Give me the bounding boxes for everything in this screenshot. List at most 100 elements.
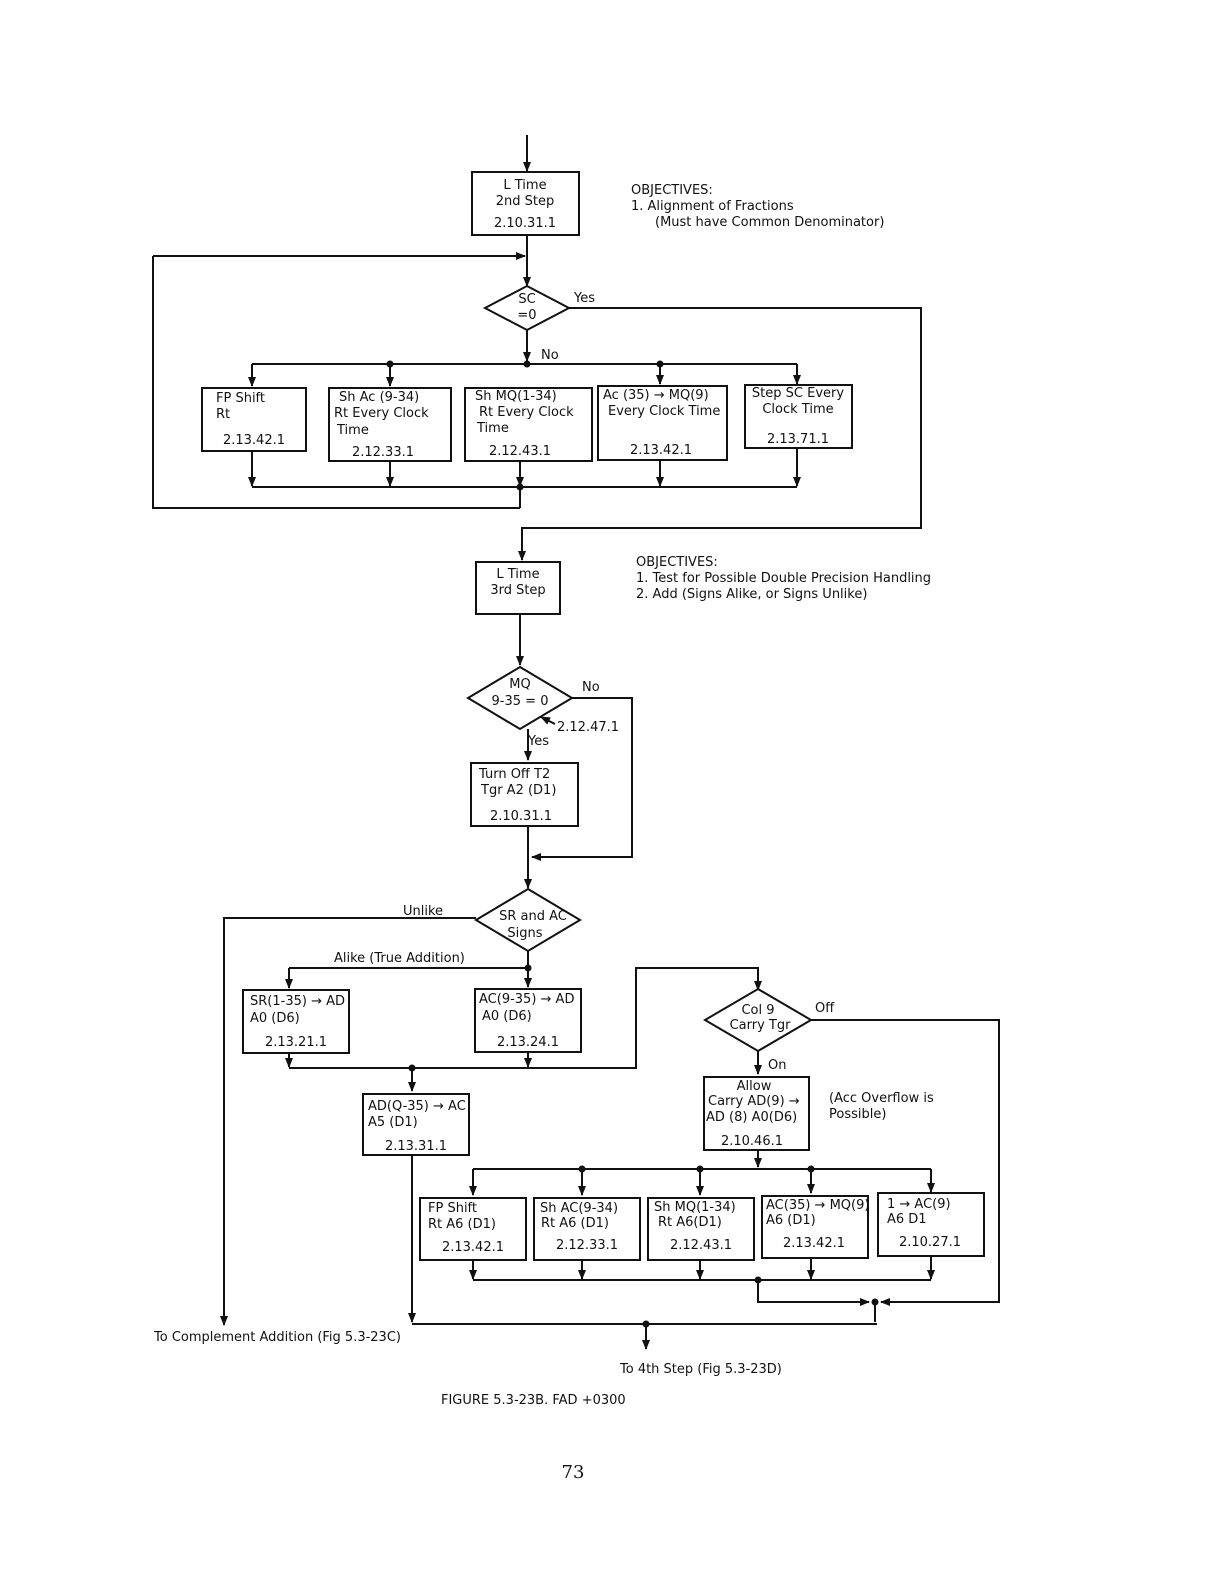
label-no-mq: No — [582, 680, 600, 695]
box-text-fp_shift_2: 2.13.42.1 — [442, 1240, 504, 1255]
box-text-sh_ac_1: Sh Ac (9-34) — [339, 390, 419, 405]
box-text-sh_ac_1: 2.12.33.1 — [352, 445, 414, 460]
box-text-ad_ac: 2.13.31.1 — [385, 1139, 447, 1154]
box-text-ac35_mq9_2: 2.13.42.1 — [783, 1236, 845, 1251]
decision-mq_zero — [466, 665, 574, 731]
box-text-sh_mq_2: Rt A6(D1) — [658, 1215, 722, 1230]
box-text-step_sc: Clock Time — [762, 402, 833, 417]
box-text-fp_shift_1: 2.13.42.1 — [223, 433, 285, 448]
box-text-sr_ad: SR(1-35) → AD — [250, 994, 345, 1009]
box-text-ad_ac: AD(Q-35) → AC — [368, 1099, 466, 1114]
objectives-1-item: 1. Alignment of Fractions — [631, 199, 794, 214]
process-box-sh_ac_2 — [533, 1197, 641, 1261]
box-text-sh_mq_1: Time — [476, 421, 509, 436]
box-text-sh_mq_2: Sh MQ(1-34) — [654, 1200, 736, 1215]
label-unlike: Unlike — [403, 904, 443, 919]
label-yes-mq: Yes — [527, 734, 549, 749]
box-text-sh_ac_2: Sh AC(9-34) — [540, 1201, 618, 1216]
process-box-sh_mq_2 — [647, 1197, 755, 1261]
box-text-sh_mq_1: 2.12.43.1 — [489, 444, 551, 459]
ref-pointer — [540, 716, 556, 725]
process-box-allow_carry — [703, 1076, 810, 1151]
box-text-turn_off_t2: Tgr A2 (D1) — [480, 783, 556, 798]
decision-text-mq_zero: MQ — [509, 677, 530, 692]
box-text-fp_shift_1: FP Shift — [216, 391, 265, 406]
box-text-sh_mq_1: Sh MQ(1-34) — [475, 389, 557, 404]
objectives-1-item: (Must have Common Denominator) — [655, 215, 884, 230]
decision-col9 — [703, 987, 813, 1053]
box-text-ac35_mq9_1: Ac (35) → MQ(9) — [603, 388, 709, 403]
box-text-sr_ad: A0 (D6) — [250, 1011, 300, 1026]
label-off: Off — [815, 1001, 835, 1016]
box-text-l_time_3: 3rd Step — [490, 583, 545, 598]
box-text-step_sc: 2.13.71.1 — [767, 432, 829, 447]
objectives-2-item: 1. Test for Possible Double Precision Ha… — [636, 571, 931, 586]
box-text-l_time_2: 2.10.31.1 — [494, 216, 556, 231]
objectives-1-heading: OBJECTIVES: — [631, 183, 713, 198]
box-text-sh_ac_1: Rt Every Clock — [334, 406, 429, 421]
label-alike: Alike (True Addition) — [334, 951, 465, 966]
box-text-allow_carry: Carry AD(9) → — [708, 1094, 800, 1109]
box-text-allow_carry: AD (8) A0(D6) — [706, 1110, 797, 1125]
note-acc-overflow: Possible) — [829, 1107, 886, 1122]
box-text-allow_carry: Allow — [737, 1079, 772, 1094]
ref-label-mq: 2.12.47.1 — [557, 720, 619, 735]
exit-label-4th-step: To 4th Step (Fig 5.3-23D) — [619, 1362, 782, 1377]
process-box-l_time_3 — [475, 561, 561, 615]
objectives-2-heading: OBJECTIVES: — [636, 555, 718, 570]
unlike-path-line — [220, 917, 476, 1326]
box-text-fp_shift_1: Rt — [216, 407, 230, 422]
box-text-fp_shift_2: FP Shift — [428, 1201, 477, 1216]
junction-dot — [523, 360, 531, 368]
decision-text-sc_zero: SC — [518, 292, 535, 307]
label-no-sc: No — [541, 348, 559, 363]
decision-text-col9: Carry Tgr — [730, 1018, 792, 1033]
box-text-ac35_mq9_1: 2.13.42.1 — [630, 443, 692, 458]
box-text-sh_mq_1: Rt Every Clock — [479, 405, 574, 420]
decision-text-signs: Signs — [507, 926, 542, 941]
process-box-turn_off_t2 — [470, 762, 579, 827]
box-text-turn_off_t2: Turn Off T2 — [478, 767, 550, 782]
box-text-ac_ad: 2.13.24.1 — [497, 1035, 559, 1050]
process-box-ad_ac — [362, 1093, 470, 1156]
to-col9-line — [289, 967, 762, 1069]
box-text-fp_shift_2: Rt A6 (D1) — [428, 1217, 496, 1232]
box-text-turn_off_t2: 2.10.31.1 — [490, 809, 552, 824]
decision-text-sc_zero: =0 — [517, 308, 536, 323]
decision-signs — [474, 887, 582, 953]
box-text-ac_ad: AC(9-35) → AD — [479, 992, 574, 1007]
box-text-ac35_mq9_2: A6 (D1) — [766, 1213, 816, 1228]
process-box-sr_ad — [242, 989, 350, 1054]
box-text-allow_carry: 2.10.46.1 — [721, 1134, 783, 1149]
process-box-step_sc — [744, 384, 853, 449]
decision-text-signs: SR and AC — [499, 909, 567, 924]
box-text-one_ac9: A6 D1 — [887, 1212, 927, 1227]
off-path-line — [811, 1019, 1000, 1306]
merge-line — [757, 1280, 870, 1306]
box-text-one_ac9: 2.10.27.1 — [899, 1235, 961, 1250]
label-yes-sc: Yes — [573, 291, 595, 306]
box-text-ad_ac: A5 (D1) — [368, 1115, 418, 1130]
process-box-ac35_mq9_2 — [761, 1195, 869, 1259]
box-text-l_time_2: L Time — [503, 178, 546, 193]
box-text-l_time_2: 2nd Step — [496, 194, 555, 209]
process-box-ac35_mq9_1 — [597, 385, 728, 461]
decision-text-col9: Col 9 — [741, 1003, 774, 1018]
box-text-sr_ad: 2.13.21.1 — [265, 1035, 327, 1050]
note-acc-overflow: (Acc Overflow is — [829, 1091, 934, 1106]
process-box-l_time_2 — [471, 171, 580, 236]
box-text-ac_ad: A0 (D6) — [482, 1009, 532, 1024]
page-number: 73 — [562, 1462, 585, 1483]
decision-sc_zero — [482, 284, 572, 332]
no-path-line — [531, 697, 633, 861]
yes-path-line — [518, 307, 922, 561]
box-text-sh_ac_2: 2.12.33.1 — [556, 1238, 618, 1253]
box-text-one_ac9: 1 → AC(9) — [887, 1197, 951, 1212]
exit-label-complement: To Complement Addition (Fig 5.3-23C) — [153, 1330, 401, 1345]
box-text-sh_ac_2: Rt A6 (D1) — [541, 1216, 609, 1231]
loop-line — [152, 256, 520, 509]
process-box-ac_ad — [474, 988, 582, 1053]
box-text-ac35_mq9_2: AC(35) → MQ(9) — [766, 1198, 869, 1213]
